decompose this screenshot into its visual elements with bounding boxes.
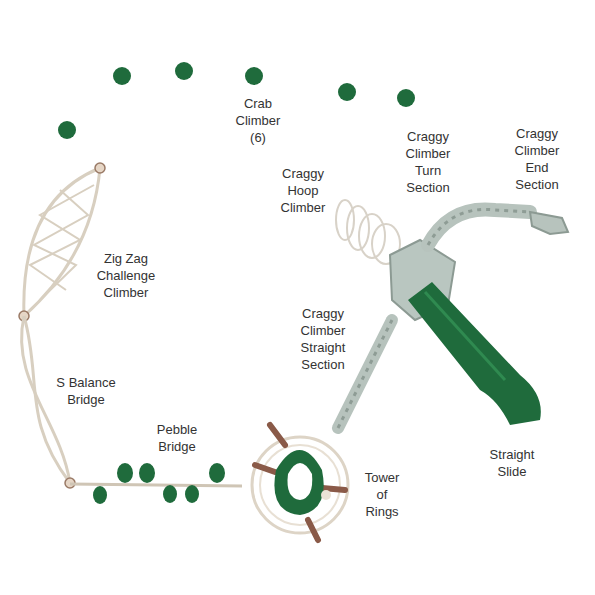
pebble-bridge (70, 463, 242, 504)
zig-zag-climber (19, 163, 105, 321)
tower-of-rings (252, 425, 348, 540)
part-label: Craggy Climber Turn Section (403, 128, 453, 196)
craggy-turn-section (428, 209, 530, 245)
part-label: S Balance Bridge (51, 374, 121, 408)
straight-slide (408, 282, 541, 425)
part-label: Tower of Rings (360, 469, 405, 520)
craggy-end-section (530, 212, 568, 234)
part-label: Craggy Climber End Section (512, 125, 562, 193)
part-label: Crab Climber (6) (233, 95, 283, 146)
part-label: Pebble Bridge (150, 421, 205, 455)
part-label: Craggy Climber Straight Section (295, 305, 351, 373)
craggy-straight-section (338, 320, 392, 428)
s-balance-bridge (22, 316, 75, 488)
part-label: Straight Slide (482, 446, 542, 480)
part-label: Zig Zag Challenge Climber (89, 250, 163, 301)
part-label: Craggy Hoop Climber (278, 165, 328, 216)
